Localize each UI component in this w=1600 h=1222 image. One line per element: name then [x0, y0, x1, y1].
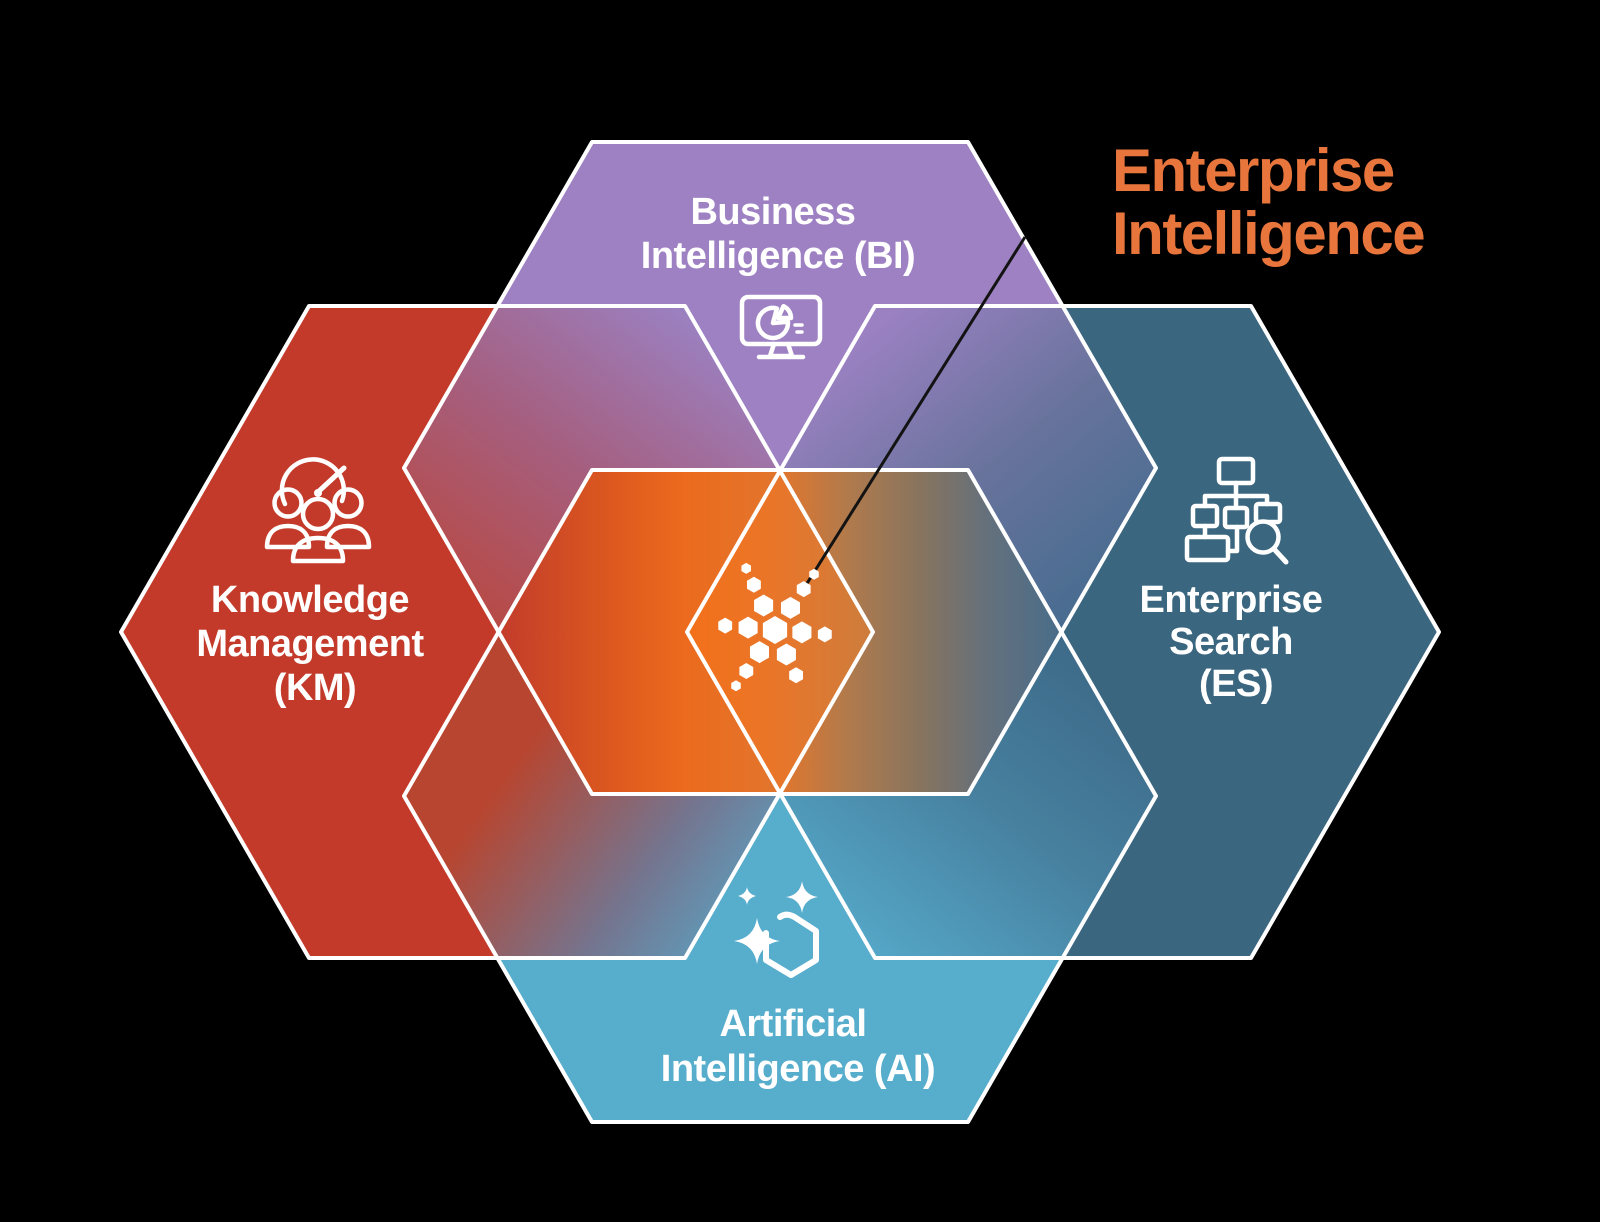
magnifier-lens — [1245, 519, 1281, 555]
gauge-arc — [279, 457, 347, 507]
ai-label-line2: Intelligence (AI) — [661, 1048, 935, 1090]
person-left-head — [272, 487, 304, 519]
team-gauge-icon — [264, 457, 372, 564]
km-label-line3: (KM) — [274, 667, 356, 709]
person-right-head — [332, 487, 364, 519]
ai-hexagon-outline-shape — [763, 911, 819, 978]
es-label-line3: (ES) — [1199, 663, 1273, 705]
km-label-line1: Knowledge — [211, 579, 409, 621]
es-label: Enterprise Search (ES) — [1139, 579, 1332, 705]
sparkle-large — [734, 918, 780, 964]
pie-chart-dashes — [793, 323, 804, 334]
es-label-line2: Search — [1169, 621, 1293, 663]
sitemap-child-middle — [1222, 505, 1250, 530]
bi-label-line1: Business — [690, 191, 855, 233]
km-hexagon-outline — [119, 304, 875, 960]
ai-label-line1: Artificial — [719, 1003, 866, 1045]
person-center-head — [300, 496, 336, 532]
hexagon-outlines — [119, 140, 1441, 1124]
pie-chart-slice — [775, 303, 794, 321]
sparkle-medium — [786, 881, 818, 913]
bi-label: Business Intelligence (BI) — [641, 191, 915, 277]
sparkle-hexagon-icon — [734, 881, 819, 978]
bi-label-line2: Intelligence (BI) — [641, 235, 915, 277]
gauge-needle — [315, 465, 347, 495]
person-center-body — [290, 535, 346, 564]
monitor-frame — [739, 294, 823, 347]
diagram-title-line1: Enterprise — [1112, 137, 1394, 204]
km-label-line2: Management — [196, 623, 424, 665]
es-label-line1: Enterprise — [1139, 579, 1322, 621]
monitor-pie-chart-icon — [739, 294, 823, 360]
monitor-stand — [756, 341, 806, 360]
km-label: Knowledge Management (KM) — [196, 579, 433, 709]
diagram-title-line2: Intelligence — [1112, 200, 1424, 267]
sitemap-connectors — [1202, 480, 1270, 554]
magnifier-handle — [1271, 546, 1289, 565]
sitemap-child-left — [1190, 503, 1220, 529]
person-right-body — [324, 523, 372, 550]
diagram-title: Enterprise Intelligence — [1112, 137, 1424, 267]
leader-line — [804, 236, 1027, 586]
sitemap-leaf-box — [1184, 534, 1231, 563]
es-hexagon-outline — [685, 304, 1441, 960]
gauge-hub — [314, 489, 322, 497]
sitemap-magnifier-icon — [1184, 456, 1289, 565]
ai-label: Artificial Intelligence (AI) — [661, 1003, 935, 1090]
ai-hexagon-outline — [402, 468, 1158, 1124]
pie-chart-body — [755, 305, 791, 341]
bi-hexagon-outline — [402, 140, 1158, 796]
sparkle-small — [738, 887, 756, 905]
